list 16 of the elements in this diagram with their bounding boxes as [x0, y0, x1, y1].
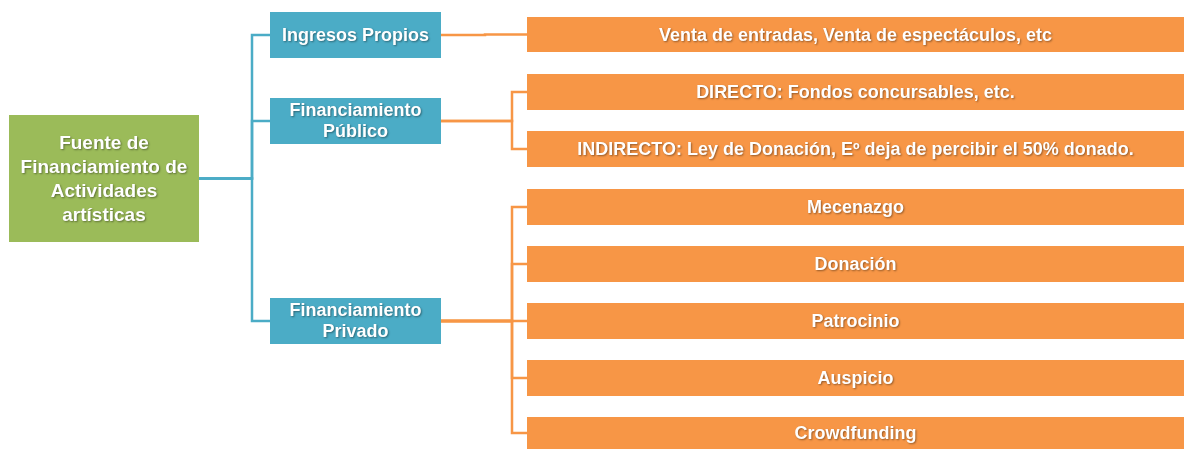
item-box: INDIRECTO: Ley de Donación, Eº deja de percibir el 50% donado.: [527, 131, 1184, 167]
item-box: Venta de entradas, Venta de espectáculos, etc: [527, 17, 1184, 52]
item-box: DIRECTO: Fondos concursables, etc.: [527, 74, 1184, 110]
category-box: Financiamiento Público: [270, 98, 441, 144]
root-box: Fuente de Financiamiento de Actividades artísticas: [9, 115, 199, 242]
item-box: Patrocinio: [527, 303, 1184, 339]
connector-line: [199, 177, 270, 323]
connector-line: [441, 319, 527, 435]
category-box: Ingresos Propios: [270, 12, 441, 58]
connector-line: [441, 119, 527, 151]
item-box: Donación: [527, 246, 1184, 282]
category-box: Financiamiento Privado: [270, 298, 441, 344]
item-box: Auspicio: [527, 360, 1184, 396]
connector-line: [441, 33, 527, 37]
item-box: Mecenazgo: [527, 189, 1184, 225]
item-box: Crowdfunding: [527, 417, 1184, 449]
